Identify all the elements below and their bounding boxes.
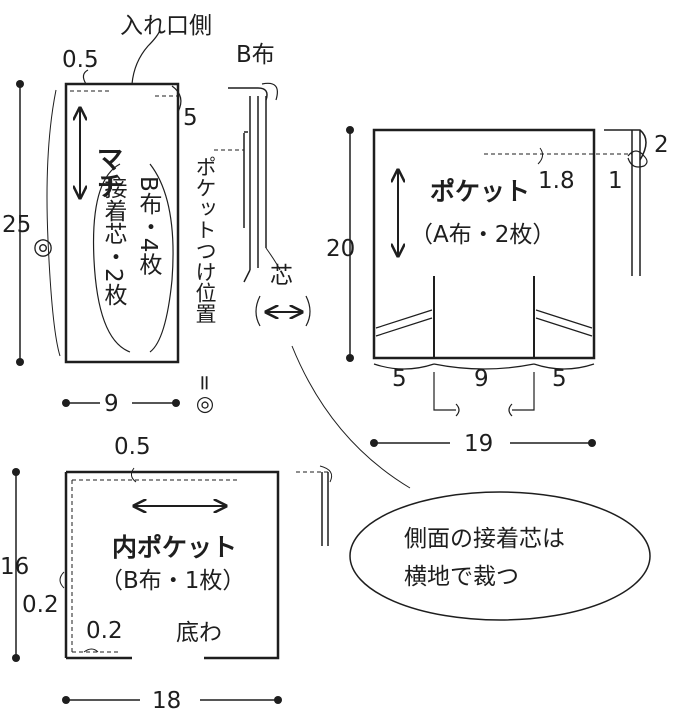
interfacing-label: 芯 <box>270 263 293 289</box>
profile-curl <box>319 465 333 483</box>
dim-dot <box>16 358 24 366</box>
note-line-1: 側面の接着芯は <box>404 526 565 552</box>
inner-pocket-material: （B布・1枚） <box>100 568 245 594</box>
pocket-position-mark: =◎ <box>193 374 217 416</box>
pocket-fold-1-8: 1.8 <box>538 168 575 194</box>
fabric-b-label: B布 <box>236 42 275 68</box>
pocket-outline <box>372 128 596 360</box>
gusset-piece: 入れ口側 0.5 5 25 ◎ マチ B布・4枚 接着芯・2枚 9 ポケットつけ… <box>2 13 217 417</box>
pocket-position-label: ポケットつけ位置 <box>193 156 217 324</box>
pocket-height-label: 20 <box>326 236 355 262</box>
dim-dot <box>62 696 70 704</box>
pocket-piece: ポケット （A布・2枚） 20 1.8 2 1 5 9 5 19 <box>326 126 669 457</box>
gusset-side-curve <box>46 89 61 357</box>
note-bubble: 側面の接着芯は 横地で裁つ <box>349 491 651 621</box>
gusset-material-1: B布・4枚 <box>135 176 163 276</box>
opening-pointer <box>131 29 161 85</box>
pocket-width-label: 19 <box>464 431 493 457</box>
inner-pocket-seam-top-label: 0.5 <box>114 434 151 460</box>
dim-dot <box>346 354 354 362</box>
seam-pointer <box>130 467 137 483</box>
inner-pocket-width-label: 18 <box>152 688 181 714</box>
inner-pocket-outline <box>66 470 280 660</box>
pleat-lines-left <box>375 309 433 337</box>
pocket-title: ポケット <box>430 177 530 206</box>
gusset-bracket-left <box>92 163 131 353</box>
gusset-outline <box>64 82 180 364</box>
inner-pocket-height-label: 16 <box>0 554 29 580</box>
gusset-width-label: 9 <box>104 391 119 417</box>
note-ellipse <box>349 491 651 621</box>
side-section: B布 芯 <box>214 42 411 489</box>
inner-pocket-title: 内ポケット <box>112 533 237 562</box>
gusset-bracket-right <box>149 163 174 353</box>
inner-pocket-seam-bottom-label: 0.2 <box>86 618 123 644</box>
dim-dot <box>172 399 180 407</box>
section-top-fold <box>228 87 268 101</box>
gusset-title: マチ <box>92 145 123 199</box>
seam-pointer <box>59 571 65 589</box>
paren-left <box>255 295 261 327</box>
gusset-circle-mark: ◎ <box>33 234 53 260</box>
dim-brace-mid <box>433 363 535 370</box>
pocket-fold-2: 2 <box>654 132 669 158</box>
dim-dot <box>274 696 282 704</box>
interfacing-pointer <box>265 247 281 271</box>
inner-pocket-bottom-fold: 底わ <box>176 620 222 646</box>
note-leader <box>291 345 411 489</box>
pleat-fold-curls <box>455 403 513 417</box>
dim-dot <box>12 654 20 662</box>
note-line-2: 横地で裁つ <box>404 564 519 590</box>
dim-dot <box>588 439 596 447</box>
side-pointer <box>171 85 182 113</box>
dim-brace-right <box>533 363 595 370</box>
pleat-fold-indicator <box>433 372 535 411</box>
fold-profile-loop <box>627 150 648 168</box>
opening-side-label: 入れ口側 <box>120 13 212 39</box>
dim-dot <box>12 468 20 476</box>
dim-dot <box>62 399 70 407</box>
seam-pointer <box>82 69 89 85</box>
pocket-dim-mid: 9 <box>474 366 489 392</box>
dim-brace-left <box>373 363 435 370</box>
pocket-fold-1: 1 <box>608 168 623 194</box>
seam-pointer <box>83 648 99 653</box>
fold-1-8-pointer <box>537 147 544 165</box>
dim-dot <box>370 439 378 447</box>
pocket-dim-left: 5 <box>392 366 407 392</box>
section-bottom <box>243 269 251 283</box>
fold-profile-top <box>604 129 647 161</box>
fabric-b-pointer <box>261 82 278 101</box>
pocket-material: （A布・2枚） <box>410 222 555 248</box>
gusset-seam-top-label: 0.5 <box>62 47 99 73</box>
paren-right <box>305 295 311 327</box>
pocket-dim-right: 5 <box>552 366 567 392</box>
dim-dot <box>16 80 24 88</box>
dim-dot <box>346 126 354 134</box>
pleat-lines-right <box>535 309 593 337</box>
inner-pocket-piece: 0.5 16 0.2 0.2 内ポケット （B布・1枚） 底わ 18 <box>0 434 333 714</box>
gusset-seam-side-label: 5 <box>183 105 198 131</box>
gusset-material-2: 接着芯・2枚 <box>100 176 128 306</box>
gusset-height-label: 25 <box>2 212 31 238</box>
inner-pocket-seam-side-label: 0.2 <box>22 592 59 618</box>
